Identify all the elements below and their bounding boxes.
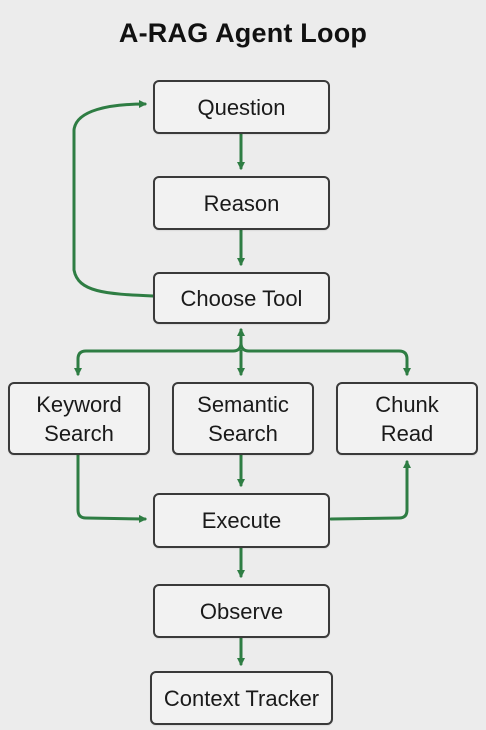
node-chunk-read-line1: Chunk [375,391,439,417]
node-semantic-search-line1: Semantic [197,391,289,417]
node-execute: Execute [153,493,330,548]
node-chunk-read: Chunk Read [336,382,478,455]
edge-choose-tool-branch-right [239,341,411,376]
node-keyword-search-line2: Search [44,420,114,446]
edge-execute-chunk-read [329,460,411,521]
node-question: Question [153,80,330,134]
node-semantic-search: Semantic Search [172,382,314,455]
node-reason-label: Reason [203,190,280,216]
node-choose-tool: Choose Tool [153,272,330,324]
node-observe: Observe [153,584,330,638]
node-reason: Reason [153,176,330,230]
node-observe-label: Observe [199,598,284,624]
node-context-tracker: Context Tracker [150,671,333,725]
node-keyword-search: Keyword Search [8,382,150,455]
node-chunk-read-line2: Read [380,420,434,446]
node-keyword-search-line1: Keyword [36,391,122,417]
node-question-label: Question [197,94,286,120]
node-choose-tool-label: Choose Tool [180,285,303,311]
diagram-title: A-RAG Agent Loop [118,18,368,48]
node-semantic-search-line2: Search [208,420,278,446]
edge-keyword-execute [76,453,147,523]
node-execute-label: Execute [201,508,282,533]
edge-choose-tool-branch-left [74,330,243,376]
node-context-tracker-label: Context Tracker [163,685,320,711]
edge-choose-tool-question-loop [72,100,155,298]
